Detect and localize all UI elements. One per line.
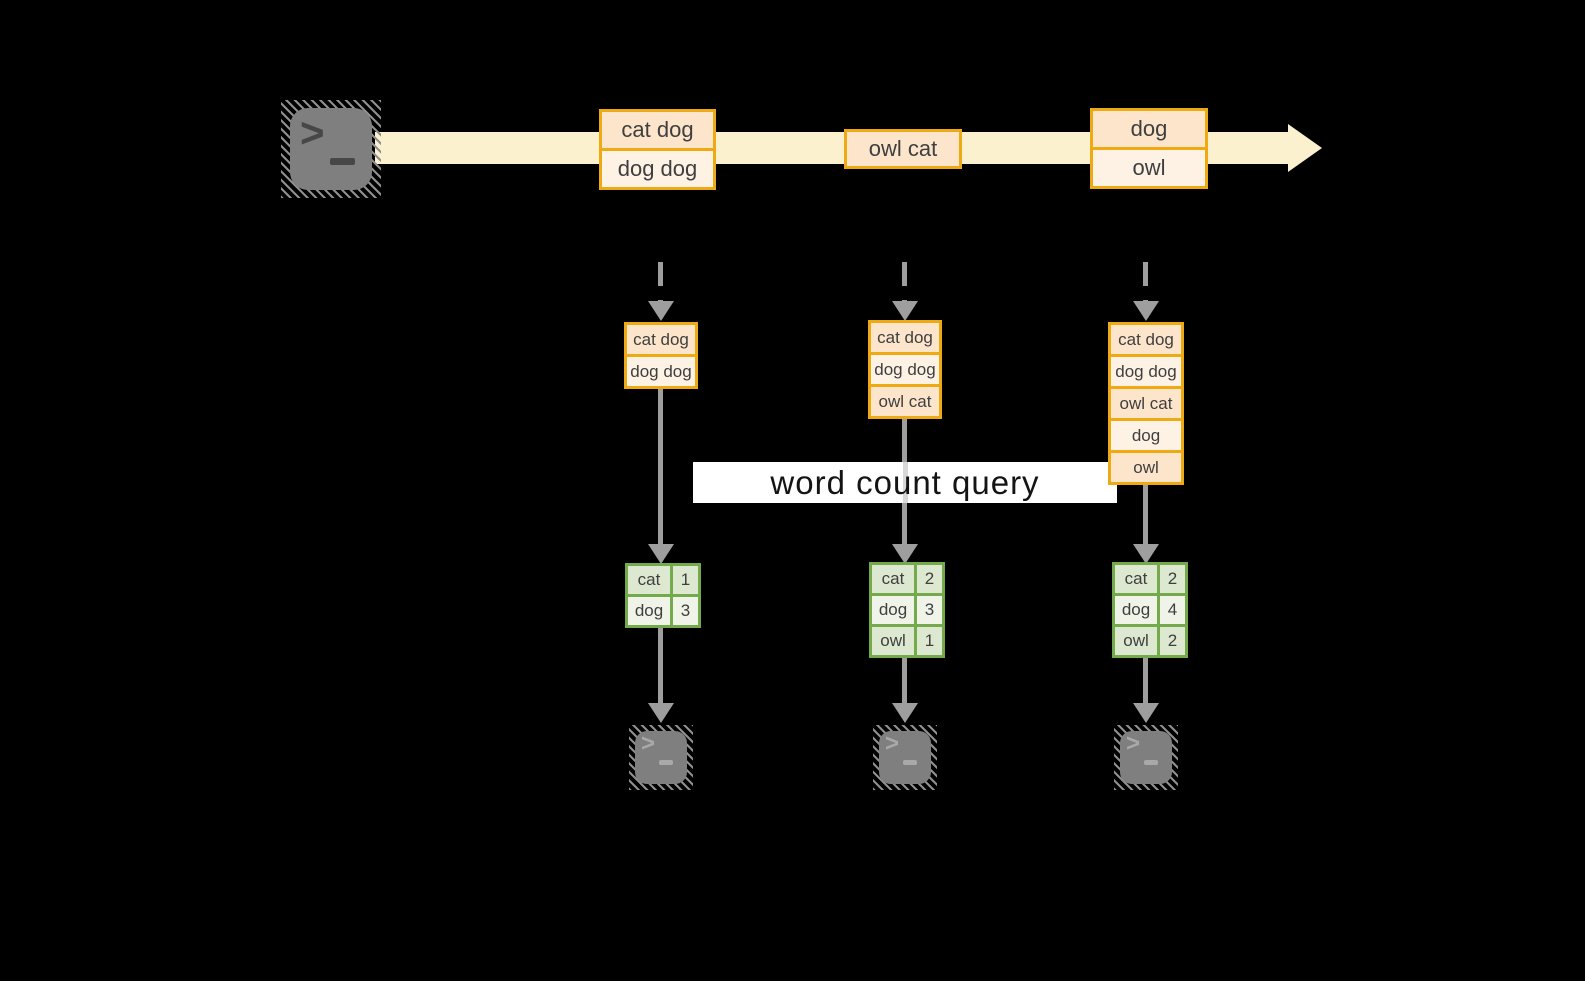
stream-message-1: cat dog dog dog [599, 109, 716, 190]
state-row: dog dog [1111, 354, 1181, 386]
count-word-cell: owl [1115, 627, 1157, 655]
count-word-cell: dog [1115, 596, 1157, 624]
count-word-cell: cat [872, 565, 914, 593]
stream-arrowhead-icon [1288, 124, 1322, 172]
state-row: owl [1111, 450, 1181, 482]
arrowhead-icon [648, 703, 674, 723]
count-word-cell: dog [872, 596, 914, 624]
arrow-shaft [1143, 658, 1148, 705]
state-row: dog dog [627, 354, 695, 386]
state-box-3: cat dog dog dog owl cat dog owl [1108, 322, 1184, 485]
terminal-output-icon-1: > [629, 725, 693, 790]
state-box-2: cat dog dog dog owl cat [868, 320, 942, 419]
arrow-through-line [903, 462, 908, 503]
word-count-query-banner: word count query [693, 462, 1117, 503]
terminal-cursor-icon [1144, 760, 1158, 765]
dashed-arrowhead-icon [648, 301, 674, 321]
dashed-arrow-shaft [902, 262, 907, 302]
count-word-cell: dog [628, 597, 670, 625]
count-word-cell: owl [872, 627, 914, 655]
terminal-screen: > [290, 108, 372, 190]
terminal-screen: > [879, 731, 931, 784]
count-value-cell: 2 [1160, 565, 1185, 593]
count-table-1: cat 1 dog 3 [625, 563, 701, 628]
stream-message-2: owl cat [844, 129, 962, 169]
state-box-1: cat dog dog dog [624, 322, 698, 389]
stream-message-3: dog owl [1090, 108, 1208, 189]
query-label: word count query [770, 463, 1040, 501]
arrowhead-icon [892, 703, 918, 723]
dashed-arrowhead-icon [892, 301, 918, 321]
state-row: owl cat [1111, 386, 1181, 418]
dashed-arrowhead-icon [1133, 301, 1159, 321]
count-value-cell: 3 [917, 596, 942, 624]
state-row: cat dog [871, 323, 939, 352]
arrowhead-icon [648, 544, 674, 564]
dashed-arrow-shaft [658, 262, 663, 302]
count-table-2: cat 2 dog 3 owl 1 [869, 562, 945, 658]
message-row: dog [1093, 111, 1205, 147]
count-value-cell: 3 [673, 597, 698, 625]
terminal-prompt-icon: > [885, 730, 900, 757]
state-row: dog dog [871, 352, 939, 384]
count-value-cell: 2 [1160, 627, 1185, 655]
count-table-3: cat 2 dog 4 owl 2 [1112, 562, 1188, 658]
terminal-output-icon-2: > [873, 725, 937, 790]
arrow-shaft [658, 389, 663, 546]
message-row: owl cat [847, 132, 959, 166]
terminal-cursor-icon [903, 760, 917, 765]
count-value-cell: 1 [673, 566, 698, 594]
arrowhead-icon [1133, 703, 1159, 723]
terminal-prompt-icon: > [1126, 730, 1141, 757]
arrow-shaft [902, 658, 907, 705]
message-row: cat dog [602, 112, 713, 148]
terminal-cursor-icon [330, 158, 355, 165]
arrowhead-icon [1133, 544, 1159, 564]
terminal-prompt-icon: > [300, 109, 325, 156]
message-row: dog dog [602, 148, 713, 187]
arrow-shaft [1143, 485, 1148, 546]
state-row: cat dog [1111, 325, 1181, 354]
count-value-cell: 2 [917, 565, 942, 593]
state-row: dog [1111, 418, 1181, 450]
terminal-screen: > [1120, 731, 1172, 784]
terminal-prompt-icon: > [641, 730, 656, 757]
arrowhead-icon [892, 544, 918, 564]
arrow-shaft [658, 628, 663, 705]
state-row: cat dog [627, 325, 695, 354]
dashed-arrow-shaft [1143, 262, 1148, 302]
count-word-cell: cat [628, 566, 670, 594]
count-value-cell: 4 [1160, 596, 1185, 624]
message-row: owl [1093, 147, 1205, 186]
terminal-output-icon-3: > [1114, 725, 1178, 790]
state-row: owl cat [871, 384, 939, 416]
count-word-cell: cat [1115, 565, 1157, 593]
terminal-screen: > [635, 731, 687, 784]
terminal-source-icon: > [281, 100, 381, 198]
count-value-cell: 1 [917, 627, 942, 655]
terminal-cursor-icon [659, 760, 673, 765]
